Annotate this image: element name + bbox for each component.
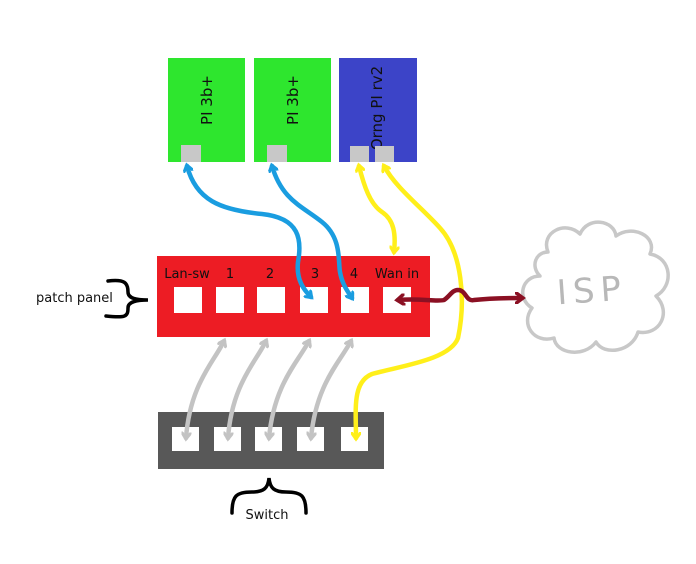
pi-board — [168, 58, 245, 162]
connection-arrow-orangepi-to-switch — [356, 166, 464, 438]
device-pi-3b-plus-1: PI 3b+ — [168, 58, 245, 162]
connection-arrow-wan-to-isp — [398, 287, 522, 301]
switch-brace — [230, 477, 308, 515]
connection-arrow-patch2-to-switch — [228, 341, 266, 438]
ethernet-port — [350, 146, 369, 162]
connection-arrow-pi2-to-port4 — [272, 166, 352, 298]
device-label: PI 3b+ — [198, 75, 216, 125]
connection-arrow-orangepi-to-wan — [359, 166, 395, 252]
isp-label: ISP — [556, 269, 629, 314]
patch-port-label-3: 3 — [311, 267, 319, 282]
patch-port — [174, 287, 202, 313]
patch-port-label-lan-sw: Lan-sw — [164, 267, 210, 282]
cloud-shape — [521, 220, 670, 354]
pi-board — [254, 58, 331, 162]
connection-arrow-patch1-to-switch — [186, 341, 224, 438]
patch-port-label-2: 2 — [266, 267, 274, 282]
device-orange-pi: Orng PI rv2 — [339, 58, 417, 162]
patch-panel-label: patch panel — [36, 291, 113, 306]
patch-panel-brace — [104, 278, 149, 319]
patch-panel: Lan-sw 1 2 3 4 Wan in — [157, 256, 430, 337]
device-label: Orng PI rv2 — [368, 66, 386, 150]
patch-port — [257, 287, 285, 313]
patch-port — [216, 287, 244, 313]
ethernet-port — [267, 145, 287, 162]
patch-port-label-1: 1 — [226, 267, 234, 282]
switch-label: Switch — [246, 508, 289, 523]
ethernet-port — [375, 146, 394, 162]
device-label: PI 3b+ — [284, 75, 302, 125]
ethernet-port — [181, 145, 201, 162]
connection-arrow-patch3-to-switch — [269, 341, 309, 438]
connection-arrow-patch4-to-switch — [311, 341, 351, 438]
patch-port-label-4: 4 — [350, 267, 358, 282]
orange-pi-board — [339, 58, 417, 162]
isp-cloud: ISP — [521, 220, 670, 354]
patch-port-label-wan-in: Wan in — [375, 267, 419, 282]
device-pi-3b-plus-2: PI 3b+ — [254, 58, 331, 162]
